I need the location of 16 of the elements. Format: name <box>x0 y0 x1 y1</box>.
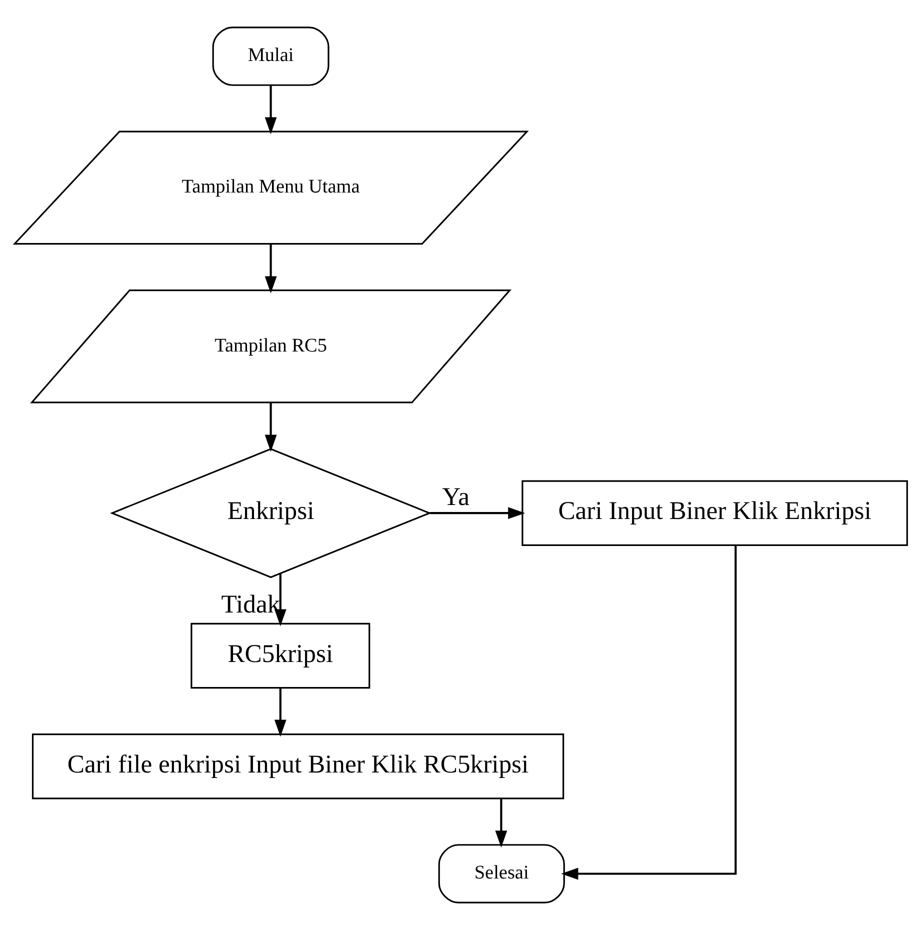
node-box: Cari file enkripsi Input Biner Klik RC5kripsi <box>32 732 564 799</box>
node-box: Cari Input Biner Klik Enkripsi <box>522 480 908 546</box>
arrow <box>264 402 277 452</box>
arrow <box>274 573 286 626</box>
arrow <box>264 244 277 293</box>
arrow <box>430 506 526 519</box>
arrow <box>264 84 277 134</box>
node-diamond: Enkripsi <box>110 448 432 578</box>
arrow <box>274 688 286 736</box>
node-box: Mulai <box>212 26 330 86</box>
node-box: Selesai <box>438 844 565 903</box>
edge-label: Ya <box>442 481 470 510</box>
arrow <box>561 545 737 880</box>
arrow <box>495 798 508 848</box>
node-box: RC5kripsi <box>190 622 370 688</box>
edge-label: Tidak <box>221 588 280 618</box>
